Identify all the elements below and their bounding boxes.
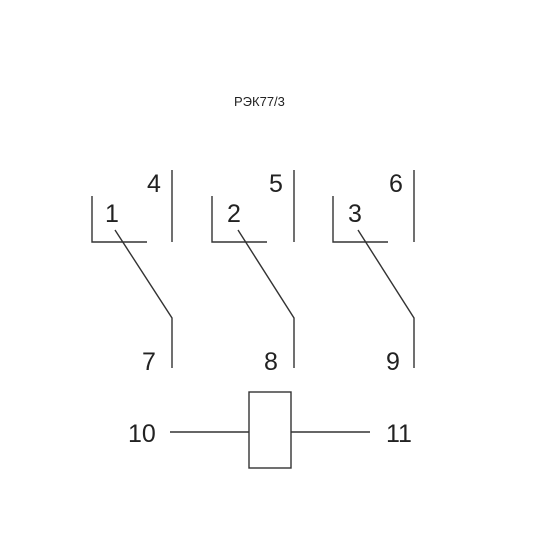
relay-model-title: РЭК77/3 bbox=[234, 94, 285, 109]
contact-1-switch-arm bbox=[114, 229, 173, 368]
contact-3-switch-arm bbox=[357, 229, 415, 368]
contact-group-2: 5 2 8 bbox=[211, 170, 295, 376]
coil-left-terminal-label: 10 bbox=[128, 420, 156, 448]
contact-2-nc-label: 5 bbox=[269, 170, 283, 198]
contact-group-1: 4 1 7 bbox=[91, 170, 173, 376]
contact-3-no-label: 9 bbox=[386, 348, 400, 376]
contact-1-nc-label: 4 bbox=[147, 170, 161, 198]
coil-body bbox=[248, 391, 292, 469]
contact-2-common-label: 2 bbox=[227, 200, 241, 228]
contact-2-no-label: 8 bbox=[264, 348, 278, 376]
contact-2-switch-arm bbox=[237, 229, 295, 368]
contact-3-nc-label: 6 bbox=[389, 170, 403, 198]
contact-1-no-label: 7 bbox=[142, 348, 156, 376]
contact-3-common-bracket bbox=[332, 196, 388, 243]
coil-right-terminal-label: 11 bbox=[386, 420, 412, 448]
relay-coil: 10 11 bbox=[128, 391, 412, 469]
contact-3-common-label: 3 bbox=[348, 200, 362, 228]
contact-1-common-bracket bbox=[91, 196, 147, 243]
contact-1-common-label: 1 bbox=[105, 200, 119, 228]
contact-group-3: 6 3 9 bbox=[332, 170, 415, 376]
contact-2-common-bracket bbox=[211, 196, 267, 243]
